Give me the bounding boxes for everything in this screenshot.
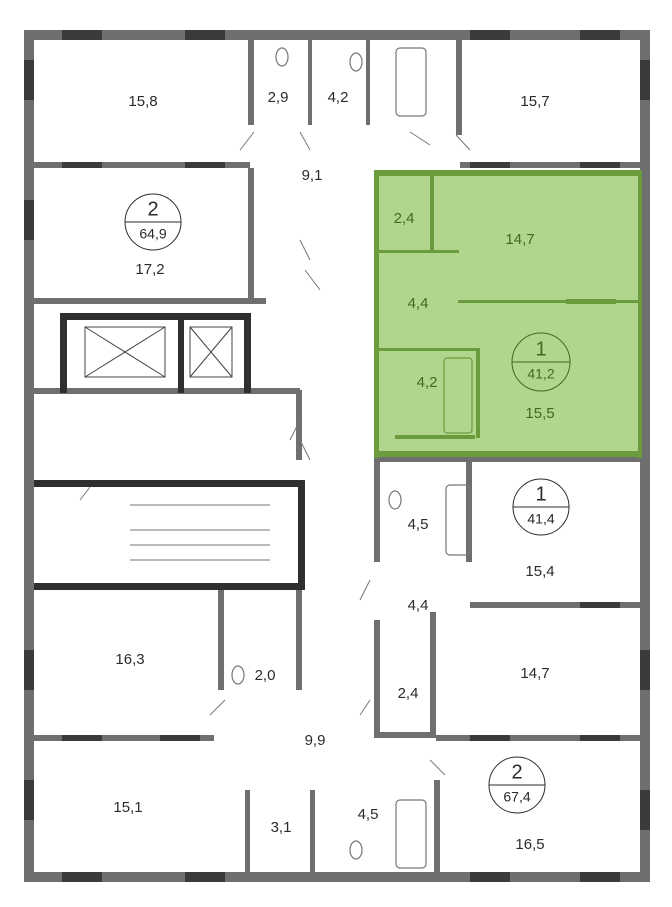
- room-area-label: 2,4: [394, 210, 415, 227]
- apartment-badge[interactable]: 2 67,4: [488, 756, 546, 814]
- room-area-label: 4,5: [408, 516, 429, 533]
- apartment-rooms: 2: [147, 198, 158, 220]
- room-area-label: 2,0: [255, 667, 276, 684]
- room-area-label: 14,7: [505, 231, 534, 248]
- room-area-label: 2,9: [268, 89, 289, 106]
- room-area-label: 9,9: [305, 732, 326, 749]
- elevator-icon: [84, 326, 233, 378]
- bathtub-icon: [395, 47, 471, 869]
- room-area-label: 3,1: [271, 819, 292, 836]
- outer-walls: [24, 30, 650, 882]
- room-area-label: 2,4: [398, 685, 419, 702]
- apartment-rooms: 1: [535, 338, 546, 360]
- apartment-area: 41,2: [527, 366, 554, 382]
- room-area-label: 15,4: [525, 563, 554, 580]
- apartment-badge[interactable]: 1 41,4: [512, 478, 570, 536]
- room-area-label: 4,5: [358, 806, 379, 823]
- room-area-label: 14,7: [520, 665, 549, 682]
- room-area-label: 16,3: [115, 651, 144, 668]
- apartment-area: 64,9: [139, 226, 166, 242]
- apartment-rooms: 2: [511, 761, 522, 783]
- apartment-rooms: 1: [535, 483, 546, 505]
- room-area-label: 4,4: [408, 597, 429, 614]
- windows: [24, 30, 650, 882]
- room-area-label: 17,2: [135, 261, 164, 278]
- apartment-area: 41,4: [527, 511, 554, 527]
- selected-apartment-area[interactable]: [374, 172, 642, 456]
- room-area-label: 9,1: [302, 167, 323, 184]
- apartment-badge-selected[interactable]: 1 41,2: [511, 332, 571, 392]
- apartment-badge[interactable]: 2 64,9: [124, 193, 182, 251]
- stairs: [130, 504, 270, 561]
- room-area-label: 16,5: [515, 836, 544, 853]
- room-area-label: 15,5: [525, 405, 554, 422]
- room-area-label: 15,7: [520, 93, 549, 110]
- toilet-icon: [231, 47, 402, 860]
- room-area-label: 15,1: [113, 799, 142, 816]
- door-swings: [79, 131, 471, 776]
- room-area-label: 4,2: [328, 89, 349, 106]
- room-area-label: 4,2: [417, 374, 438, 391]
- room-area-label: 15,8: [128, 93, 157, 110]
- room-labels: 15,8 2,9 4,2 15,7 9,1 17,2 2,4 14,7 4,4 …: [113, 89, 554, 853]
- room-area-label: 4,4: [408, 295, 429, 312]
- selected-apartment-walls: [374, 170, 642, 458]
- interior-walls: [34, 40, 640, 872]
- apartment-area: 67,4: [503, 789, 530, 805]
